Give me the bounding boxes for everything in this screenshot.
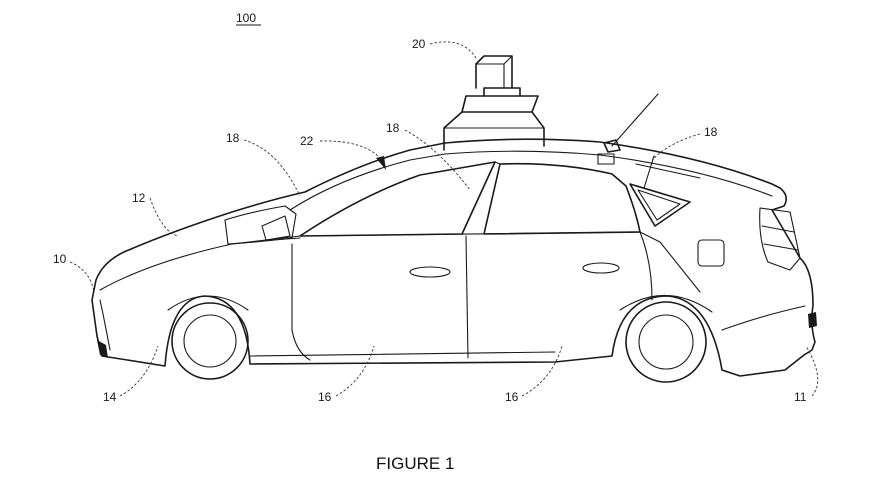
rear-bumper-line xyxy=(721,305,806,331)
headlight xyxy=(224,205,297,245)
reference-labels: 20 18 18 18 22 12 10 14 16 16 11 xyxy=(53,37,807,404)
rear-side-window xyxy=(483,162,641,235)
rear-door-outline xyxy=(639,231,653,301)
front-wheel xyxy=(167,295,249,380)
leader-lines xyxy=(69,41,819,397)
b-pillar xyxy=(461,161,501,235)
front-bumper-vent xyxy=(97,340,108,358)
label-10: 10 xyxy=(53,252,67,266)
quarter-window-inner xyxy=(637,189,681,221)
rear-roof-sensor xyxy=(635,155,701,189)
label-14: 14 xyxy=(103,390,117,404)
rear-door-handle xyxy=(582,262,620,274)
car-body xyxy=(91,138,816,377)
front-bumper-line xyxy=(99,299,111,351)
hood-line xyxy=(99,237,301,291)
door-split xyxy=(465,235,469,359)
fuel-door xyxy=(697,239,725,267)
body-outline xyxy=(91,138,816,377)
label-18-front: 18 xyxy=(226,131,240,145)
tail-light-segments xyxy=(761,225,799,251)
reference-number-100: 100 xyxy=(236,11,256,25)
mirror xyxy=(261,215,291,241)
label-12: 12 xyxy=(132,191,146,205)
front-door-handle xyxy=(409,266,451,278)
rear-reflector xyxy=(808,312,817,328)
rear-wheel xyxy=(619,294,713,383)
tail-light xyxy=(759,207,801,271)
rocker-panel xyxy=(249,351,556,357)
label-11: 11 xyxy=(794,390,807,404)
quarter-window xyxy=(629,183,691,227)
label-16-front: 16 xyxy=(318,390,332,404)
front-roof-sensor xyxy=(376,156,386,170)
figure-caption: FIGURE 1 xyxy=(376,454,454,473)
label-22: 22 xyxy=(300,134,314,148)
roof-sensor-unit xyxy=(443,55,545,151)
windows-and-doors xyxy=(231,161,817,361)
front-door-outline xyxy=(291,243,311,361)
label-20: 20 xyxy=(412,37,426,51)
roof-antenna xyxy=(597,93,659,165)
roof-lower-edge xyxy=(289,150,773,211)
label-16-rear: 16 xyxy=(505,390,519,404)
label-18-roof: 18 xyxy=(386,121,400,135)
front-side-window xyxy=(299,161,496,237)
label-18-rear: 18 xyxy=(704,125,718,139)
